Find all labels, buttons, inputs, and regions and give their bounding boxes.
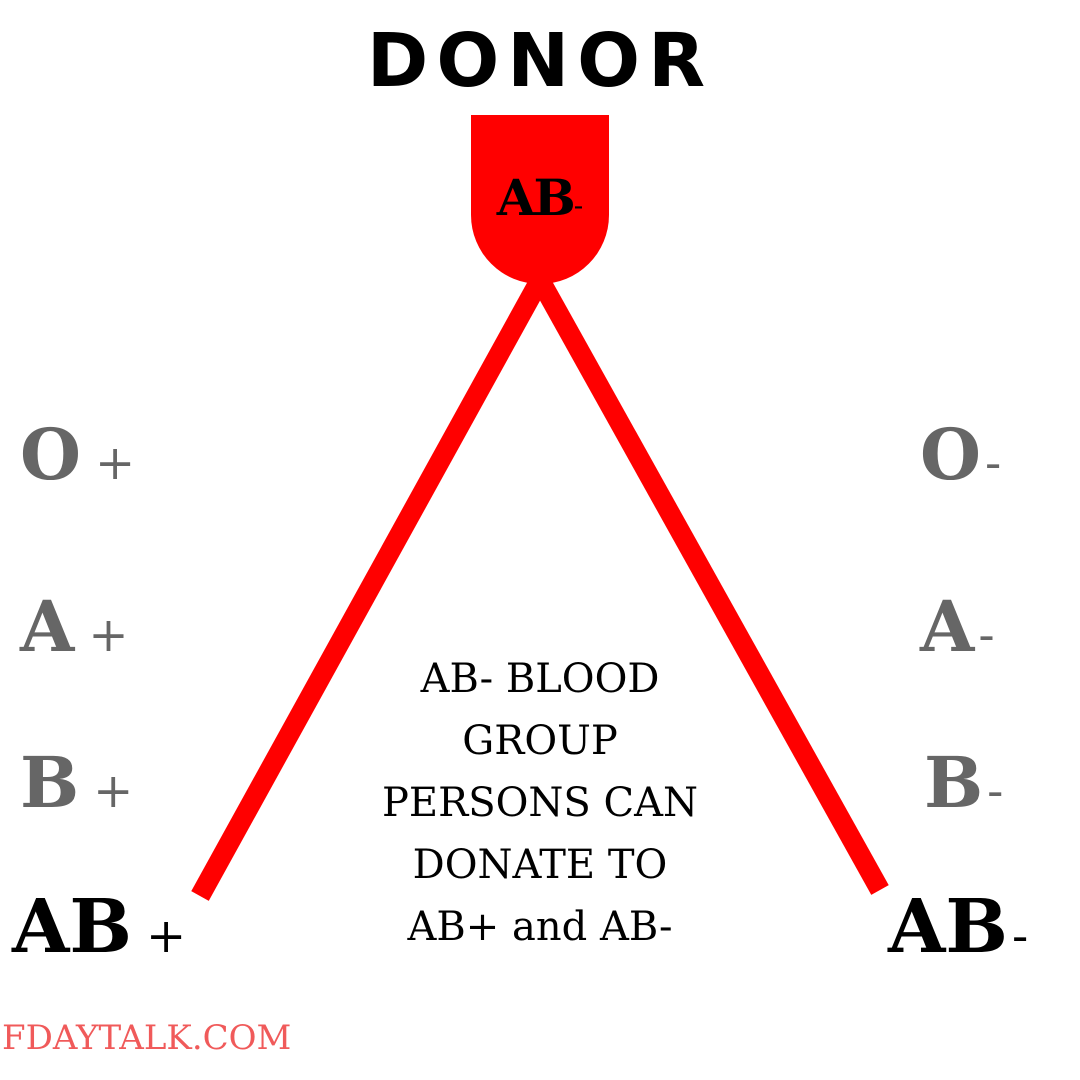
recipient-o-negative: O-	[920, 413, 1002, 496]
donor-group-label: AB-	[470, 168, 610, 227]
arrow-to-ab-negative	[531, 275, 889, 895]
recipient-b-negative: B-	[924, 741, 1004, 824]
caption-line: AB- BLOOD	[420, 656, 660, 702]
recipient-ab-positive: AB+	[12, 884, 187, 970]
arrow-to-ab-positive	[191, 275, 549, 901]
page-title: DONOR	[366, 18, 714, 104]
recipient-ab-negative: AB-	[888, 884, 1029, 970]
caption-line: DONATE TO	[412, 842, 668, 888]
donor-sign: -	[573, 189, 584, 222]
caption-line: PERSONS CAN	[381, 780, 699, 826]
recipient-o-positive: O+	[20, 413, 136, 496]
site-watermark: FDAYTALK.COM	[2, 1018, 292, 1058]
recipient-a-negative: A-	[920, 585, 995, 668]
donation-caption: AB- BLOOD GROUP PERSONS CAN DONATE TO AB…	[340, 648, 740, 958]
caption-line: AB+ and AB-	[407, 904, 673, 950]
caption-line: GROUP	[462, 718, 618, 764]
recipient-a-positive: A+	[20, 585, 129, 668]
donor-group: AB	[496, 168, 576, 227]
recipient-b-positive: B+	[20, 741, 134, 824]
donor-blood-bag	[471, 115, 609, 284]
